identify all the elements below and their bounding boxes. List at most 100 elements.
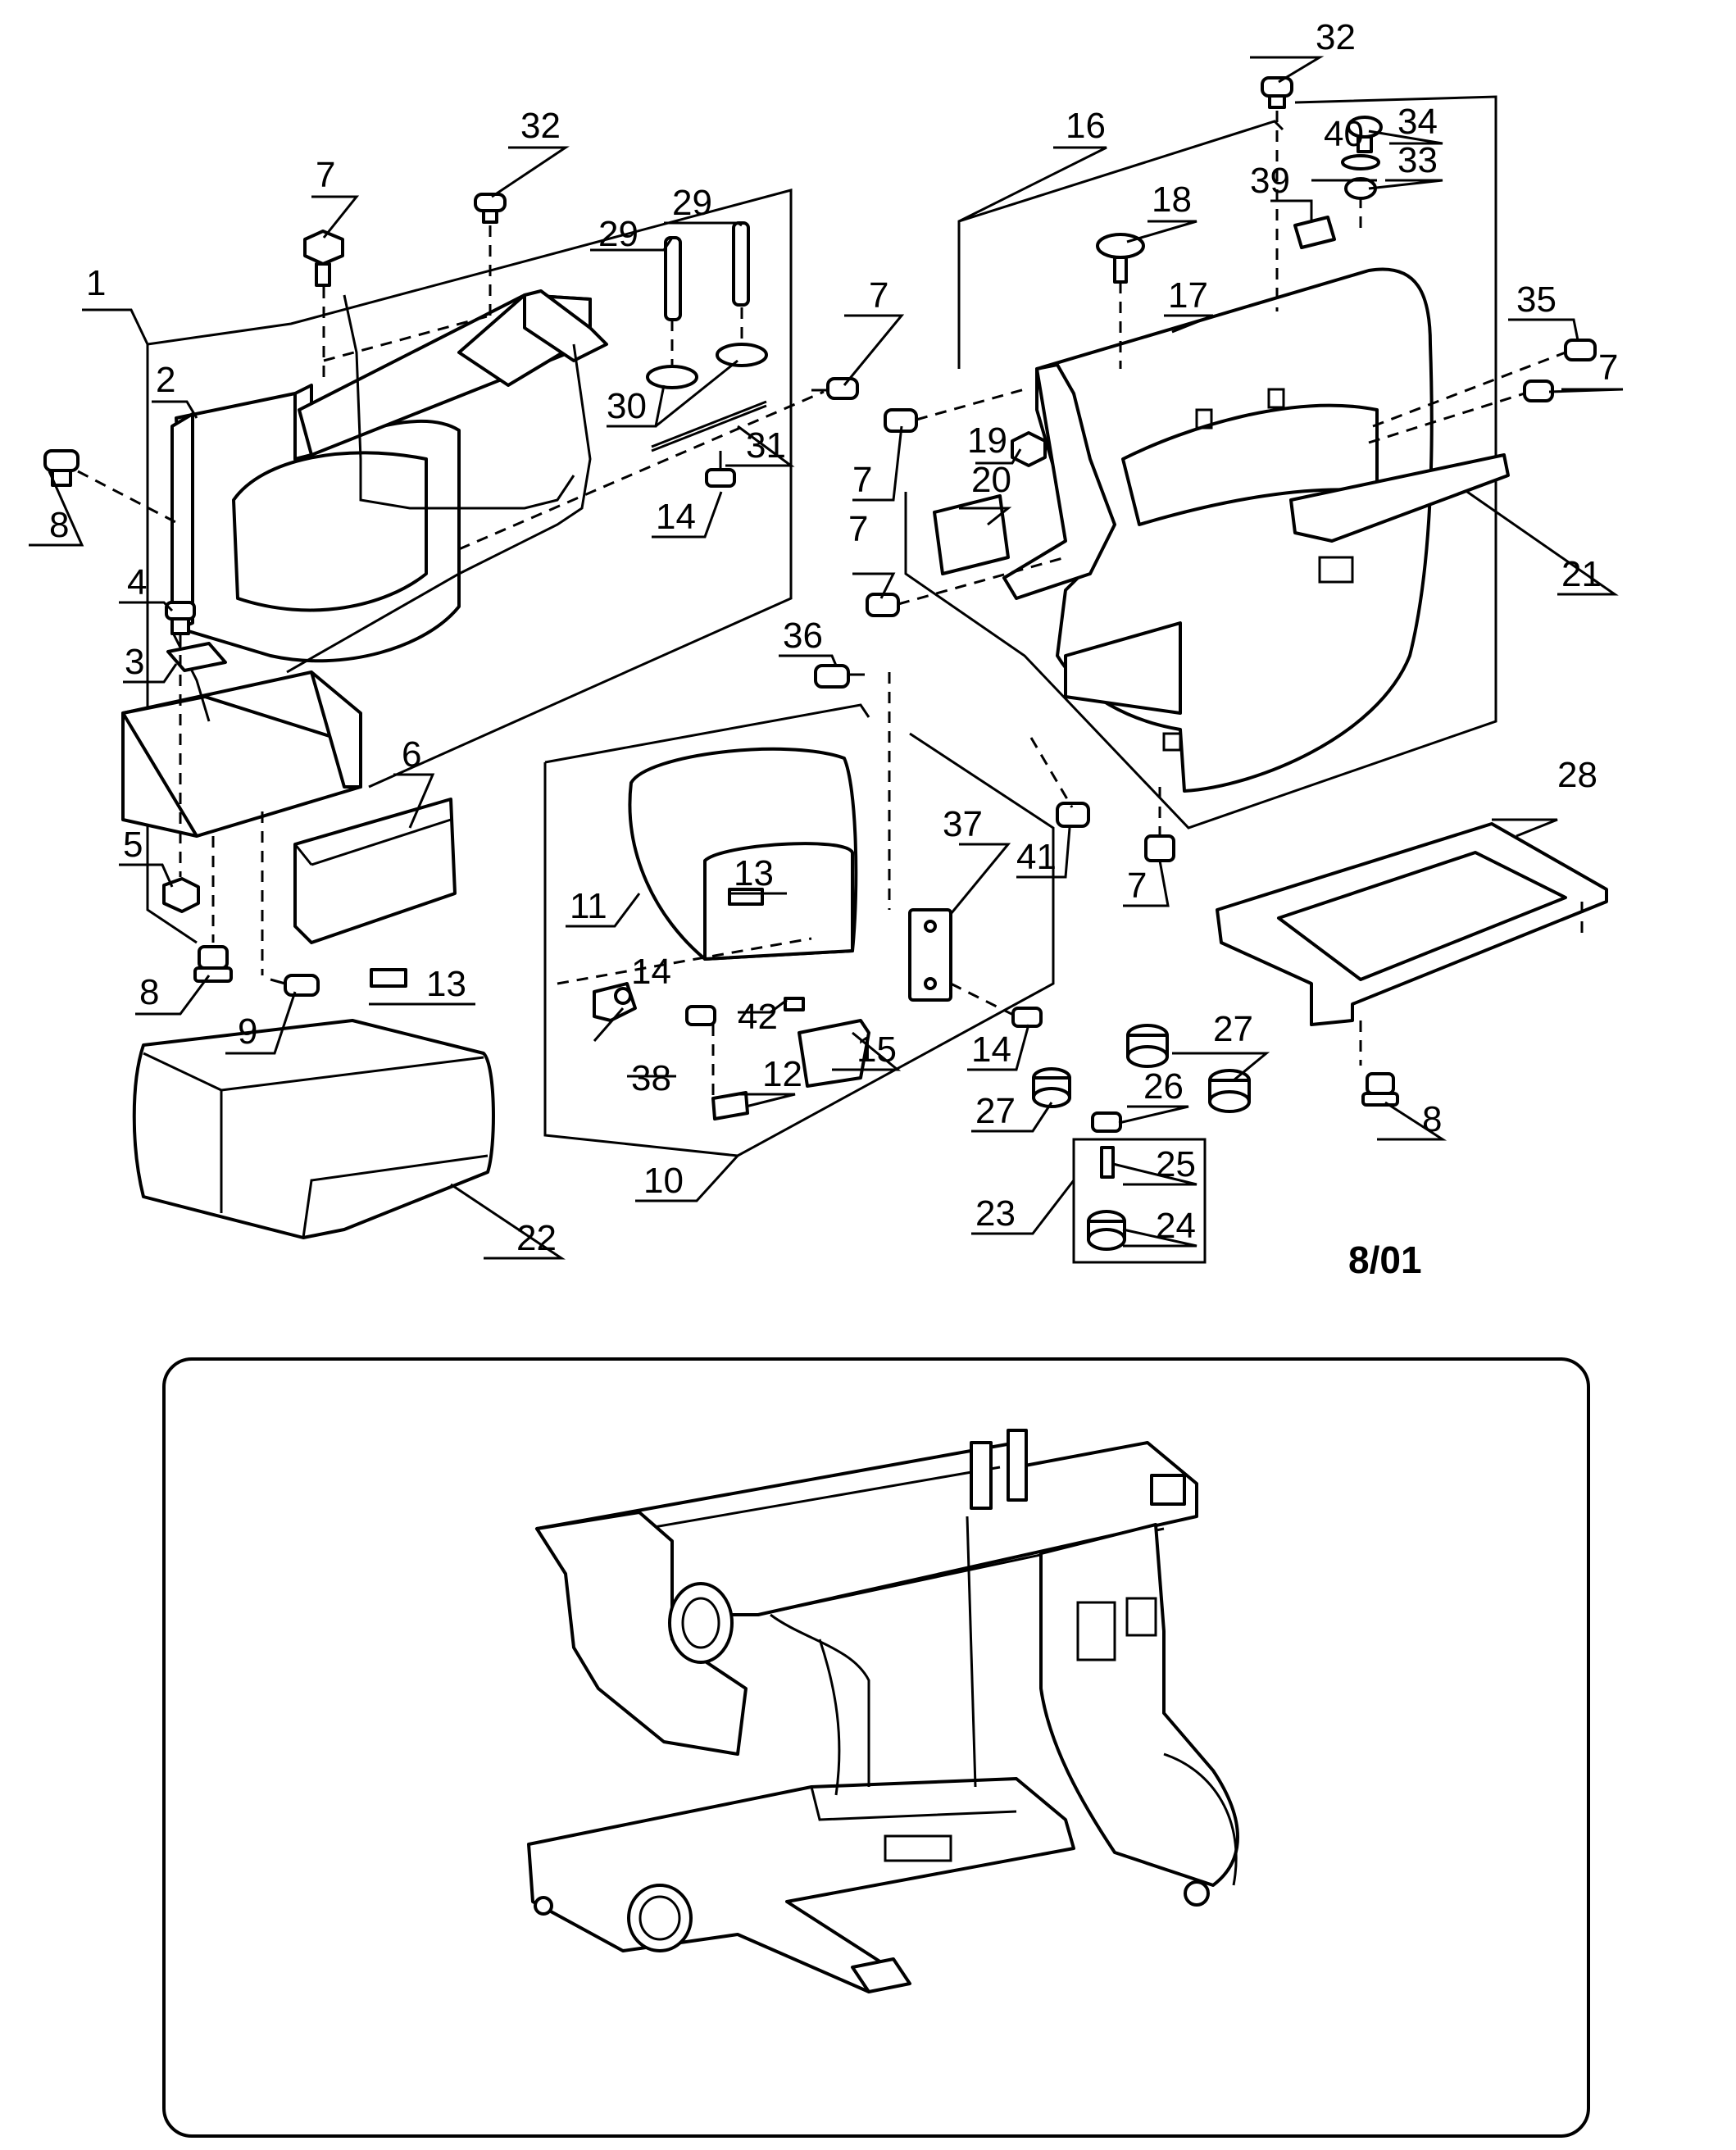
part-label-6: 6: [402, 734, 421, 775]
screw-7-mid: [811, 377, 859, 400]
leader-lines: [29, 56, 1624, 1260]
part-label-16: 16: [1066, 106, 1106, 146]
assembly-lines-group10: [557, 672, 1017, 1098]
foot-24: [1087, 1210, 1126, 1251]
part-label-24: 24: [1156, 1206, 1196, 1246]
part-label-8-bottom: 8: [139, 972, 159, 1012]
screw-41: [1056, 802, 1090, 828]
part-labels: 1 2 3 4 5 6 7 8 8 9 10 11 12 13 13 14 14…: [49, 17, 1618, 1281]
nut-5: [162, 877, 200, 913]
part-20: [933, 494, 1010, 575]
screw-7-top: [303, 230, 344, 287]
screw-7-bottom: [1144, 834, 1175, 862]
part-label-7-left-lower: 7: [848, 509, 868, 549]
label-42: [784, 997, 805, 1011]
part-label-13-group10: 13: [734, 853, 774, 893]
light-cover-21: [1289, 453, 1510, 543]
part-label-33: 33: [1397, 140, 1438, 180]
screw-25: [1100, 1146, 1115, 1179]
assembly-lines-group1: [77, 225, 825, 975]
part-label-3: 3: [125, 642, 144, 682]
part-label-32-left: 32: [520, 106, 561, 146]
foot-assembly-box-23: [1072, 1138, 1207, 1264]
part-label-7-mid: 7: [869, 275, 888, 316]
cap-32-left: [474, 193, 507, 224]
part-label-29-left: 29: [598, 214, 639, 254]
cap-32-right: [1261, 76, 1293, 109]
part-label-31: 31: [746, 425, 786, 466]
side-cover-11: [628, 747, 858, 961]
part-label-14-right: 14: [971, 1030, 1011, 1070]
part-label-23: 23: [975, 1193, 1016, 1234]
part-label-4: 4: [127, 562, 147, 602]
screw-8-left: [43, 449, 80, 487]
screw-35: [1564, 339, 1597, 361]
knob-18: [1096, 233, 1145, 284]
part-label-15: 15: [857, 1030, 897, 1070]
part-label-9: 9: [238, 1011, 257, 1052]
screw-7-right: [1523, 380, 1554, 402]
part-label-39: 39: [1250, 161, 1290, 201]
part-label-7-right: 7: [1598, 348, 1618, 388]
wire-31: [651, 400, 767, 452]
part-label-37: 37: [943, 804, 983, 844]
screw-14-right-group10: [1011, 1007, 1043, 1028]
part-label-17: 17: [1168, 275, 1208, 316]
spool-felts-30: [646, 343, 768, 389]
face-cover-group-outline: [146, 189, 793, 944]
frame-panel: [162, 1357, 1590, 2138]
part-label-41: 41: [1016, 837, 1057, 877]
screw-36: [814, 664, 865, 689]
part-label-22: 22: [516, 1218, 557, 1258]
washer-40: [1341, 154, 1380, 170]
part-label-19: 19: [967, 420, 1007, 461]
part-label-14-group1: 14: [656, 497, 696, 537]
part-label-1: 1: [86, 263, 106, 303]
part-label-25: 25: [1156, 1144, 1196, 1184]
screw-14-group1: [705, 451, 736, 488]
label-13-lower: [370, 968, 407, 988]
part-label-2: 2: [156, 360, 175, 400]
part-label-38: 38: [631, 1058, 671, 1098]
thread-cover-6: [293, 798, 457, 944]
part-39: [1293, 216, 1336, 249]
part-label-20: 20: [971, 460, 1011, 500]
part-label-12: 12: [762, 1054, 802, 1094]
part-label-27-left: 27: [975, 1091, 1016, 1131]
part-label-8-left: 8: [49, 505, 69, 545]
cover-case-22: [132, 1019, 495, 1239]
part-label-5: 5: [123, 825, 143, 865]
part-label-36: 36: [783, 616, 823, 656]
part-label-10: 10: [643, 1161, 684, 1201]
part-label-18: 18: [1152, 180, 1192, 220]
part-label-21: 21: [1561, 554, 1602, 594]
part-label-11: 11: [570, 886, 607, 926]
part-label-7-bottom: 7: [1127, 866, 1147, 906]
part-label-8-right: 8: [1422, 1099, 1442, 1139]
assembly-lines-group16: [898, 111, 1566, 836]
front-cover-group-outline: [904, 95, 1497, 830]
part-label-40: 40: [1324, 114, 1364, 154]
machine-frame-drawing: [527, 1429, 1239, 1993]
part-label-7-left-upper: 7: [852, 460, 872, 500]
front-cover-17: [1002, 267, 1434, 793]
screw-8-right: [1361, 1072, 1399, 1107]
part-label-28: 28: [1557, 755, 1597, 795]
part-label-34: 34: [1397, 102, 1438, 142]
part-label-30: 30: [607, 386, 647, 426]
screw-26: [1091, 1111, 1122, 1133]
part-label-35: 35: [1516, 280, 1556, 320]
screw-8-bottom: [193, 945, 233, 983]
spool-pins-29: [664, 221, 750, 321]
part-label-14-left: 14: [631, 952, 671, 992]
part-label-7-top: 7: [316, 155, 335, 195]
face-cover-part: [121, 289, 608, 838]
date-code: 8/01: [1348, 1239, 1422, 1281]
screw-4: [165, 601, 196, 635]
screw-9: [270, 974, 320, 997]
bottom-plate-28: [1216, 822, 1608, 1066]
clip-38: [593, 982, 637, 1022]
nut-19: [1011, 431, 1047, 467]
part-label-32-right: 32: [1316, 17, 1356, 57]
